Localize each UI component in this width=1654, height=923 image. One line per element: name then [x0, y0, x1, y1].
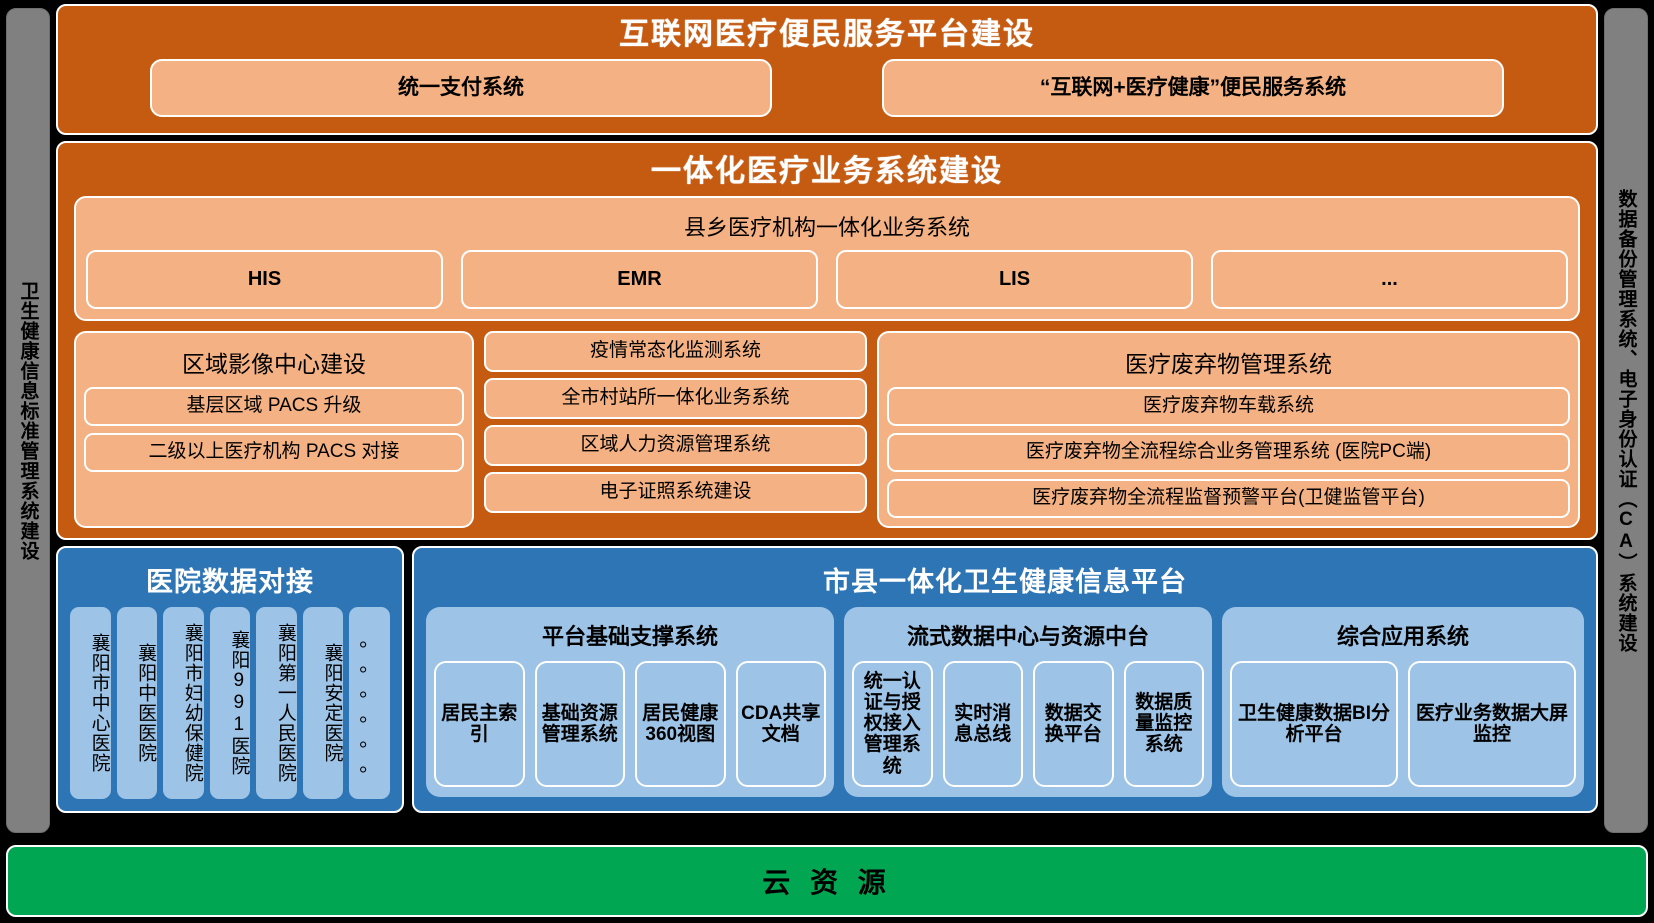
- health-platform-groups: 平台基础支撑系统 居民主索引 基础资源管理系统 居民健康360视图 CDA共享文…: [422, 606, 1588, 801]
- hospital-item-central[interactable]: 襄阳市中心医院: [70, 606, 111, 799]
- group-base-support-items: 居民主索引 基础资源管理系统 居民健康360视图 CDA共享文档: [434, 660, 826, 787]
- county-township-system-card: 县乡医疗机构一体化业务系统 HIS EMR LIS ...: [74, 196, 1580, 321]
- item-electronic-license-system[interactable]: 电子证照系统建设: [484, 471, 867, 513]
- sidebar-right-backup-ca-system: 数据备份管理系统、电子身份认证（CA）系统建设: [1604, 8, 1648, 833]
- group-comprehensive-apps-title: 综合应用系统: [1336, 623, 1469, 649]
- hospital-item-tcm[interactable]: 襄阳中医医院: [116, 606, 158, 799]
- hospital-item-maternal-child[interactable]: 襄阳市妇幼保健院: [163, 606, 204, 799]
- diagram-main-area: 卫生健康信息标准管理系统建设 互联网医疗便民服务平台建设 统一支付系统 “互联网…: [6, 4, 1648, 839]
- panel-internet-title: 互联网医疗便民服务平台建设: [619, 18, 1035, 51]
- group-streaming-data-items: 统一认证与授权接入管理系统 实时消息总线 数据交换平台 数据质量监控系统: [852, 660, 1204, 787]
- integrated-three-columns: 区域影像中心建设 基层区域 PACS 升级 二级以上医疗机构 PACS 对接 疫…: [74, 331, 1580, 528]
- panel-integrated-business: 一体化医疗业务系统建设 县乡医疗机构一体化业务系统 HIS EMR LIS ..…: [56, 141, 1598, 540]
- card-medical-waste-management: 医疗废弃物管理系统 医疗废弃物车载系统 医疗废弃物全流程综合业务管理系统 (医院…: [877, 331, 1580, 528]
- item-regional-hr-management-system[interactable]: 区域人力资源管理系统: [484, 424, 867, 466]
- group-comprehensive-apps-items: 卫生健康数据BI分析平台 医疗业务数据大屏监控: [1230, 660, 1576, 787]
- county-township-system-items: HIS EMR LIS ...: [86, 250, 1568, 309]
- regional-imaging-title: 区域影像中心建设: [182, 351, 366, 377]
- waste-item-supervision-warning-platform[interactable]: 医疗废弃物全流程监督预警平台(卫健监管平台): [887, 478, 1570, 518]
- item-unified-payment-system[interactable]: 统一支付系统: [150, 59, 772, 117]
- health-platform-title: 市县一体化卫生健康信息平台: [823, 566, 1187, 597]
- panel-internet-medical-platform: 互联网医疗便民服务平台建设 统一支付系统 “互联网+医疗健康”便民服务系统: [56, 4, 1598, 135]
- item-medical-data-bigscreen-monitor[interactable]: 医疗业务数据大屏监控: [1408, 660, 1576, 787]
- item-resident-master-index[interactable]: 居民主索引: [434, 660, 525, 787]
- waste-item-vehicle-system[interactable]: 医疗废弃物车载系统: [887, 387, 1570, 426]
- card-regional-imaging-center: 区域影像中心建设 基层区域 PACS 升级 二级以上医疗机构 PACS 对接: [74, 331, 474, 528]
- item-internet-plus-health-service[interactable]: “互联网+医疗健康”便民服务系统: [882, 59, 1504, 117]
- item-village-station-integrated-system[interactable]: 全市村站所一体化业务系统: [484, 377, 867, 419]
- item-data-quality-monitoring[interactable]: 数据质量监控系统: [1123, 660, 1204, 787]
- hospital-item-ellipsis: 。 。 。 。 。 。: [349, 606, 391, 799]
- panel-hospital-data-docking: 医院数据对接 襄阳市中心医院 襄阳中医医院 襄阳市妇幼保健院 襄阳991医院 襄…: [56, 545, 404, 813]
- cloud-resource-bar: 云 资 源: [6, 845, 1648, 917]
- card-standalone-systems: 疫情常态化监测系统 全市村站所一体化业务系统 区域人力资源管理系统 电子证照系统…: [484, 331, 867, 528]
- group-comprehensive-applications: 综合应用系统 卫生健康数据BI分析平台 医疗业务数据大屏监控: [1222, 606, 1584, 797]
- chip-his[interactable]: HIS: [86, 250, 443, 309]
- group-base-support-title: 平台基础支撑系统: [541, 623, 718, 649]
- item-basic-resource-management[interactable]: 基础资源管理系统: [534, 660, 625, 787]
- group-platform-base-support: 平台基础支撑系统 居民主索引 基础资源管理系统 居民健康360视图 CDA共享文…: [426, 606, 834, 797]
- chip-lis[interactable]: LIS: [836, 250, 1193, 309]
- hospital-item-991[interactable]: 襄阳991医院: [209, 606, 251, 799]
- item-epidemic-monitoring-system[interactable]: 疫情常态化监测系统: [484, 331, 867, 372]
- imaging-item-pacs-upgrade[interactable]: 基层区域 PACS 升级: [84, 387, 464, 426]
- blue-section: 医院数据对接 襄阳市中心医院 襄阳中医医院 襄阳市妇幼保健院 襄阳991医院 襄…: [56, 545, 1598, 813]
- item-health-data-bi-platform[interactable]: 卫生健康数据BI分析平台: [1230, 660, 1398, 787]
- panel-integrated-title: 一体化医疗业务系统建设: [651, 155, 1003, 188]
- county-township-system-title: 县乡医疗机构一体化业务系统: [683, 215, 970, 240]
- internet-platform-items: 统一支付系统 “互联网+医疗健康”便民服务系统: [68, 59, 1586, 117]
- item-cda-shared-document[interactable]: CDA共享文档: [735, 660, 826, 787]
- imaging-item-pacs-docking[interactable]: 二级以上医疗机构 PACS 对接: [84, 432, 464, 472]
- chip-emr[interactable]: EMR: [461, 250, 818, 309]
- hospital-item-anding[interactable]: 襄阳安定医院: [302, 606, 344, 799]
- sidebar-left-standards-system: 卫生健康信息标准管理系统建设: [6, 8, 50, 833]
- panel-health-information-platform: 市县一体化卫生健康信息平台 平台基础支撑系统 居民主索引 基础资源管理系统 居民…: [412, 545, 1598, 813]
- hospital-item-first-people[interactable]: 襄阳第一人民医院: [256, 606, 297, 799]
- item-realtime-message-bus[interactable]: 实时消息总线: [942, 660, 1023, 787]
- medical-waste-title: 医疗废弃物管理系统: [1125, 351, 1332, 377]
- group-streaming-data-center: 流式数据中心与资源中台 统一认证与授权接入管理系统 实时消息总线 数据交换平台 …: [844, 606, 1212, 797]
- item-data-exchange-platform[interactable]: 数据交换平台: [1033, 660, 1114, 787]
- hospital-list: 襄阳市中心医院 襄阳中医医院 襄阳市妇幼保健院 襄阳991医院 襄阳第一人民医院…: [66, 606, 394, 801]
- item-resident-health-360-view[interactable]: 居民健康360视图: [635, 660, 726, 787]
- waste-item-fullprocess-business-system[interactable]: 医疗废弃物全流程综合业务管理系统 (医院PC端): [887, 432, 1570, 472]
- chip-more[interactable]: ...: [1211, 250, 1568, 309]
- hospital-docking-title: 医院数据对接: [146, 566, 314, 597]
- center-column: 互联网医疗便民服务平台建设 统一支付系统 “互联网+医疗健康”便民服务系统 一体…: [56, 4, 1598, 839]
- group-streaming-data-title: 流式数据中心与资源中台: [906, 623, 1149, 649]
- item-unified-auth-access-management[interactable]: 统一认证与授权接入管理系统: [852, 660, 933, 787]
